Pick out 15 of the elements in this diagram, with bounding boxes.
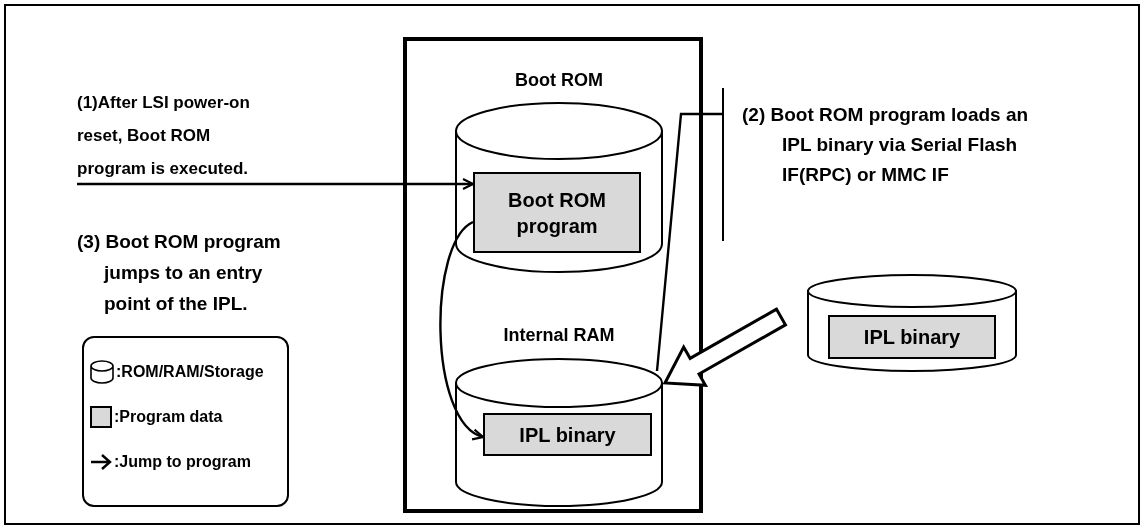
chip-frame [403, 37, 703, 513]
program-data-box: IPL binary [828, 315, 996, 359]
arrow [77, 177, 475, 191]
arrow [439, 221, 485, 439]
memory-heading: Boot ROM [514, 70, 604, 91]
step-note: (2) Boot ROM program loads an IPL binary via Serial Flash IF(RPC) or MMC IF [742, 103, 1030, 187]
legend-text: :ROM/RAM/Storage [116, 363, 264, 381]
legend-text: :Jump to program [114, 453, 251, 471]
memory-heading: Internal RAM [502, 325, 616, 346]
program-data-box: Boot ROM program [473, 172, 641, 253]
step-note: (3) Boot ROM program jumps to an entry point of the IPL. [77, 230, 282, 316]
hollow-arrow [662, 307, 788, 387]
program-data-box: IPL binary [483, 413, 652, 456]
legend-text: :Program data [114, 408, 223, 426]
step-note: (1)After LSI power-on reset, Boot ROM program is executed. [77, 86, 282, 184]
